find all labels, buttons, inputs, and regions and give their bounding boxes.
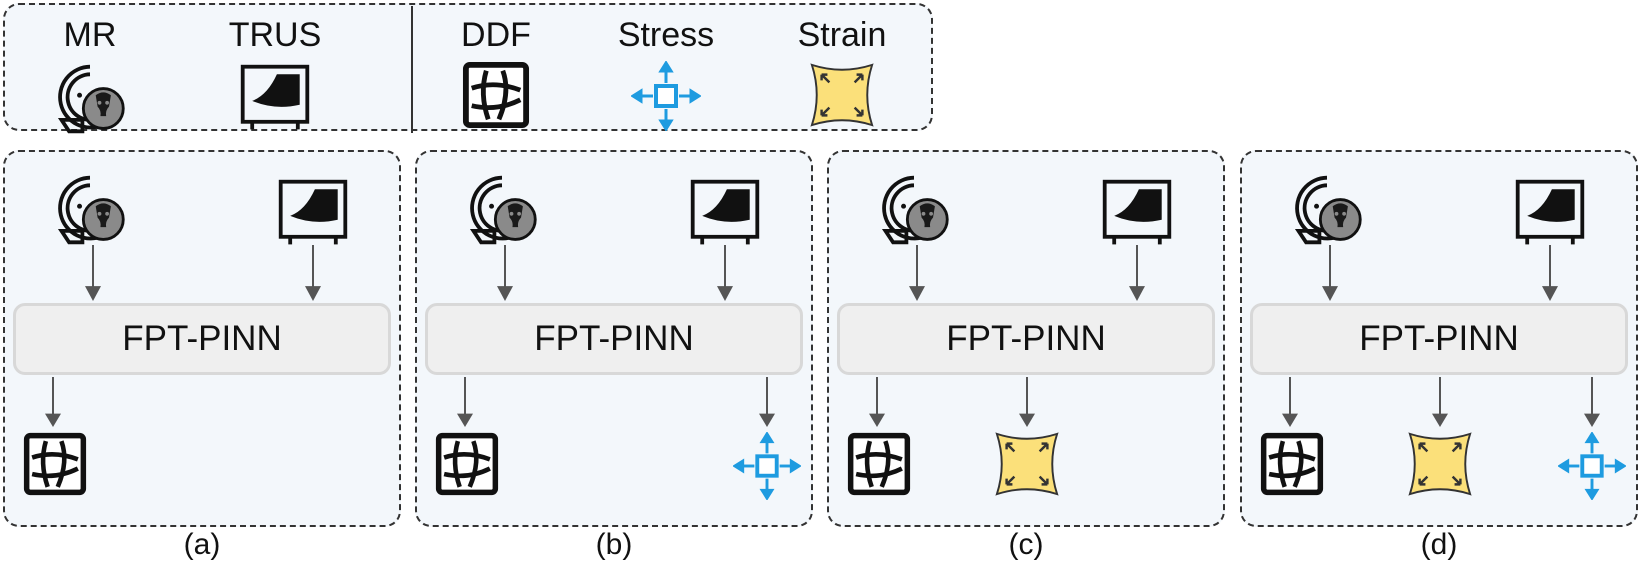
legend-divider <box>411 6 413 133</box>
legend-label: MR <box>63 16 117 54</box>
legend-item-ddf: DDF <box>421 15 571 129</box>
stress-arrows-icon <box>1558 432 1626 500</box>
stress-arrows-icon <box>631 61 701 131</box>
output-arrow <box>867 377 887 427</box>
input-arrow <box>907 245 927 301</box>
input-arrow <box>1320 245 1340 301</box>
input-arrow <box>715 245 735 301</box>
legend-box: MR TRUS DDF Stress Strain <box>3 3 933 131</box>
caption-c: (c) <box>1008 528 1044 561</box>
output-arrow <box>455 377 475 427</box>
mri-scanner-icon <box>51 61 129 137</box>
legend-item-trus: TRUS <box>200 15 350 137</box>
ultrasound-monitor-icon <box>275 176 351 252</box>
mri-scanner-icon <box>463 172 541 248</box>
model-box: FPT-PINN <box>13 303 391 375</box>
deformation-grid-icon <box>23 432 87 496</box>
model-box: FPT-PINN <box>425 303 803 375</box>
deformation-grid-icon <box>847 432 911 496</box>
legend-label: Stress <box>617 16 715 54</box>
ultrasound-monitor-icon <box>237 61 313 137</box>
output-arrow <box>1017 377 1037 427</box>
model-box: FPT-PINN <box>837 303 1215 375</box>
caption-b: (b) <box>595 528 633 561</box>
input-arrow <box>83 245 103 301</box>
input-arrow <box>495 245 515 301</box>
panel-c: FPT-PINN <box>827 150 1225 527</box>
strain-square-icon <box>808 61 876 129</box>
deformation-grid-icon <box>1260 432 1324 496</box>
output-arrow <box>757 377 777 427</box>
legend-item-strain: Strain <box>767 15 917 129</box>
caption-d: (d) <box>1420 528 1458 561</box>
model-box: FPT-PINN <box>1250 303 1628 375</box>
output-arrow <box>43 377 63 427</box>
mri-scanner-icon <box>1288 172 1366 248</box>
input-arrow <box>1127 245 1147 301</box>
strain-square-icon <box>1406 430 1474 498</box>
panel-a: FPT-PINN <box>3 150 401 527</box>
legend-item-mr: MR <box>15 15 165 137</box>
input-arrow <box>303 245 323 301</box>
deformation-grid-icon <box>462 61 530 129</box>
panel-d: FPT-PINN <box>1240 150 1638 527</box>
caption-a: (a) <box>183 528 221 561</box>
ultrasound-monitor-icon <box>1099 176 1175 252</box>
output-arrow <box>1430 377 1450 427</box>
ultrasound-monitor-icon <box>1512 176 1588 252</box>
strain-square-icon <box>993 430 1061 498</box>
mri-scanner-icon <box>875 172 953 248</box>
input-arrow <box>1540 245 1560 301</box>
output-arrow <box>1280 377 1300 427</box>
legend-label: DDF <box>461 16 531 54</box>
mri-scanner-icon <box>51 172 129 248</box>
ultrasound-monitor-icon <box>687 176 763 252</box>
deformation-grid-icon <box>435 432 499 496</box>
legend-label: TRUS <box>228 16 322 54</box>
legend-item-stress: Stress <box>591 15 741 131</box>
output-arrow <box>1582 377 1602 427</box>
panel-b: FPT-PINN <box>415 150 813 527</box>
stress-arrows-icon <box>733 432 801 500</box>
legend-label: Strain <box>797 16 887 54</box>
